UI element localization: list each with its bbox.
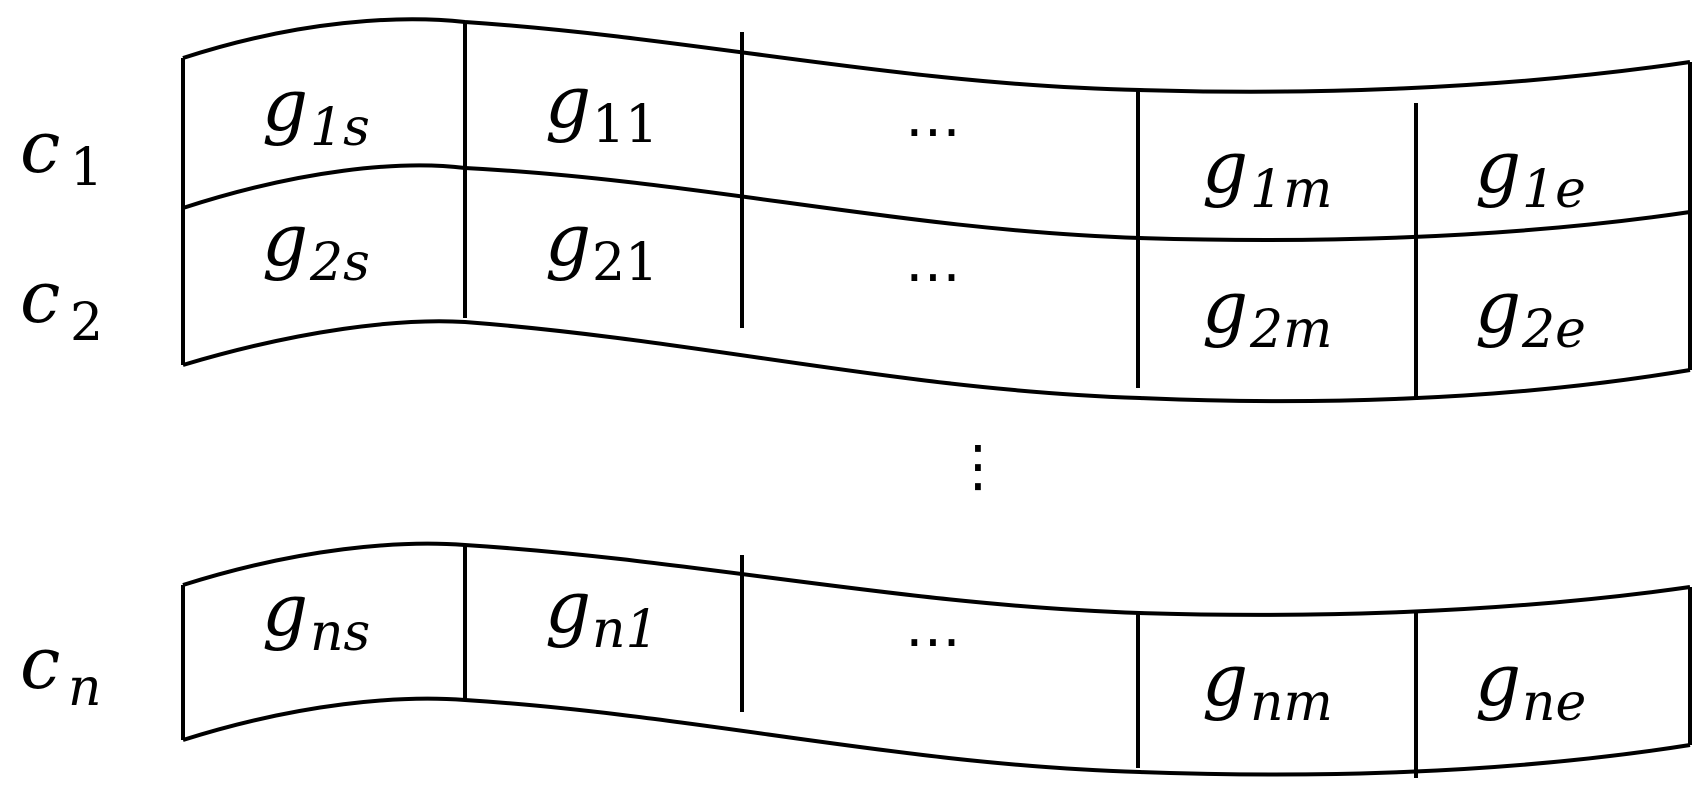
cell-var: g [262,568,308,652]
cell-var: g [1475,125,1521,209]
row-label-sub: 1 [70,138,103,198]
cell-var: g [1475,638,1521,722]
strip-middle-edge [182,163,1691,242]
row-label-var: c [20,621,60,705]
horizontal-ellipsis: ⋯ [905,244,961,309]
cell-sub: 2e [1521,300,1586,360]
row-label-1: c 1 [20,105,103,198]
cell-sub: 11 [592,95,658,155]
row-label-sub: n [68,658,102,718]
cell-ns: g ns [262,568,370,663]
cell-sub: 2m [1249,300,1332,360]
strip-n-top-edge [182,541,1691,617]
cell-var: g [262,63,308,147]
row-label-sub: 2 [70,293,103,353]
cell-sub: 1e [1522,160,1586,220]
strip-group-top [181,17,1692,404]
cell-sub: 1m [1250,160,1332,220]
cell-nm: g nm [1202,638,1333,733]
strip-group-bottom [181,541,1692,778]
vertical-ellipsis: ⋮ [950,434,1006,499]
cell-ne: g ne [1475,638,1586,733]
strip-bottom-edge [182,319,1691,404]
row-label-2: c 2 [20,255,103,353]
cell-2e: g 2e [1475,265,1586,360]
cell-sub: 21 [592,233,658,293]
row-label-n: c n [20,621,102,718]
cell-var: g [1202,265,1248,349]
cell-2m: g 2m [1202,265,1332,360]
cell-var: g [1475,265,1521,349]
horizontal-ellipsis: ⋯ [905,99,961,164]
cell-sub: ne [1522,673,1586,733]
cell-sub: ns [310,603,370,663]
cell-21: g 21 [545,198,658,293]
horizontal-ellipsis: ⋯ [905,609,961,674]
row-label-var: c [20,255,60,339]
cell-11: g 11 [545,60,658,155]
cell-2s: g 2s [262,198,370,293]
cell-1e: g 1e [1475,125,1586,220]
cell-var: g [1202,638,1248,722]
strip-n-bottom-edge [182,696,1691,777]
row-label-var: c [20,105,60,189]
cell-1m: g 1m [1202,125,1332,220]
cell-var: g [545,60,591,144]
cell-sub: n1 [592,600,659,660]
cell-var: g [1202,125,1248,209]
cell-var: g [545,565,591,649]
cell-var: g [545,198,591,282]
cell-var: g [262,198,308,282]
cell-sub: 1s [310,98,370,158]
cell-1s: g 1s [262,63,370,158]
strip-top-edge [182,17,1691,94]
cell-sub: nm [1250,673,1333,733]
cell-sub: 2s [309,233,370,293]
cell-n1: g n1 [545,565,659,660]
